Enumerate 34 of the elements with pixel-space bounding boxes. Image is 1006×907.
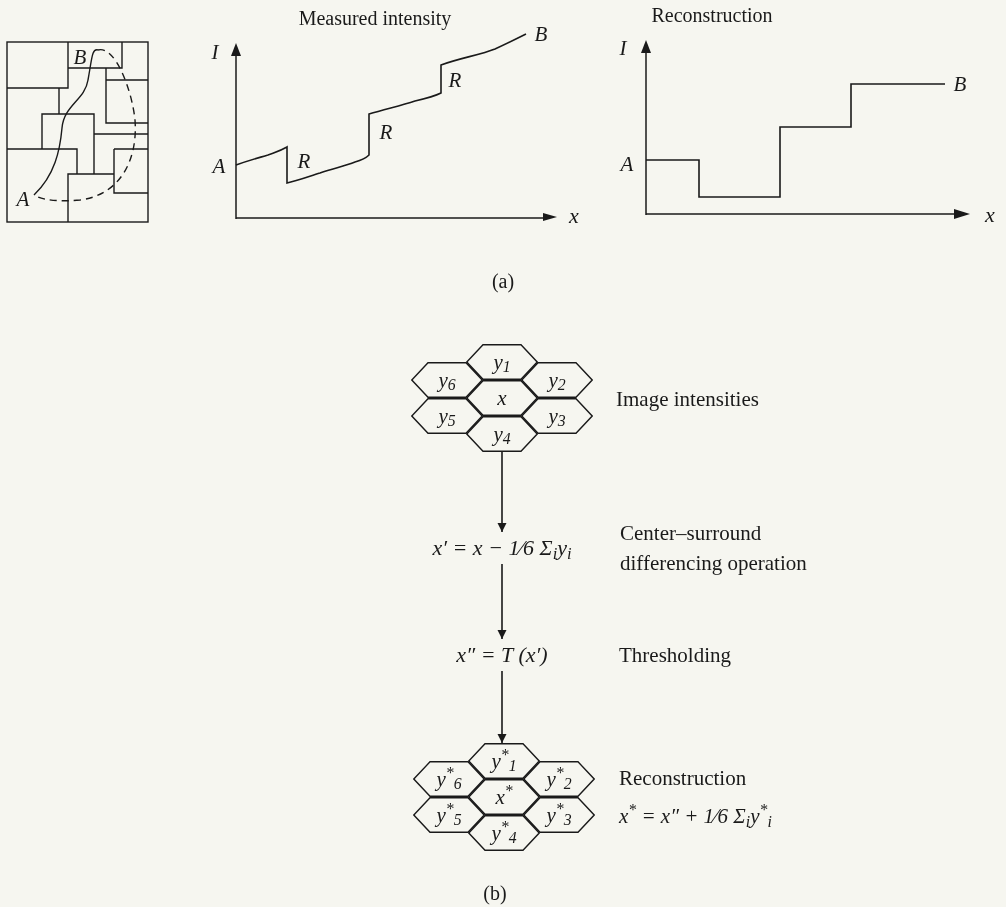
step-label: R (297, 150, 311, 172)
hexagon-cell: x (466, 380, 538, 416)
axis-label: x (569, 205, 579, 227)
description-text: Reconstruction (619, 767, 747, 789)
step-label: R (448, 69, 462, 91)
chart-title: Measured intensity (298, 8, 452, 28)
axis-label: x (985, 204, 995, 226)
formula: x′ = x − 1⁄6 Σ$_{i}$y$_{i}$ (402, 532, 602, 564)
description-text: Center–surround differencing operation (620, 519, 808, 577)
chart-title: Reconstruction (651, 5, 773, 25)
axis-label: I (211, 41, 219, 63)
formula: x″ = T (x′) (437, 639, 567, 671)
hexagon-cell: x$^{*}$ (468, 779, 540, 815)
point-label: A (620, 153, 634, 175)
hexagon-cell: y$_{3}$ (521, 398, 593, 434)
hexagon-cell: y$_{5}$ (411, 398, 483, 434)
point-label: A (16, 188, 30, 210)
arrow (497, 670, 507, 744)
panel-label: (a) (491, 271, 515, 291)
axis-label: I (619, 37, 627, 59)
hexagon-cell: y$_{1}$ (466, 344, 538, 380)
description-text: Thresholding (619, 641, 732, 669)
arrow (497, 563, 507, 640)
point-label: B (953, 73, 967, 95)
arrow (497, 451, 507, 533)
description-text: Image intensities (616, 388, 759, 410)
point-label: B (534, 23, 548, 45)
panel-label: (b) (483, 883, 507, 903)
hexagon-cell: y$_{2}$ (521, 362, 593, 398)
point-label: A (212, 155, 226, 177)
point-label: B (73, 46, 87, 68)
hexagon-cell: y$_{6}$ (411, 362, 483, 398)
step-label: R (379, 121, 393, 143)
hexagon-cell: y$_{4}$ (466, 416, 538, 452)
